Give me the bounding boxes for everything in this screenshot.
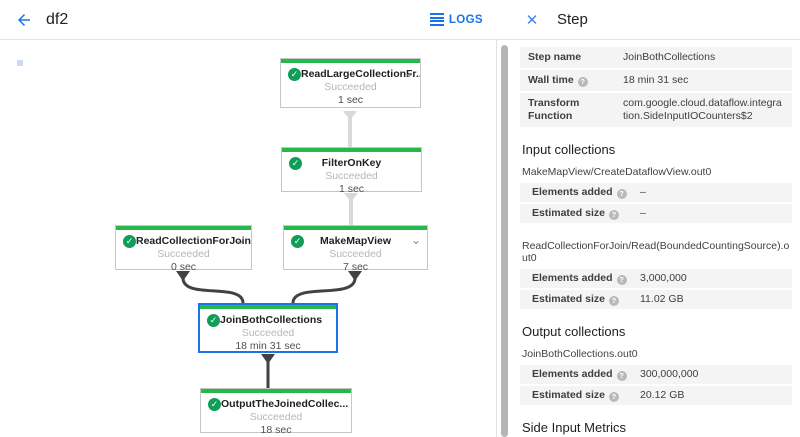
metric-label: Elements added [532, 186, 613, 198]
node-time: 0 sec [170, 261, 197, 273]
app-header: df2 LOGS ✕ Step [0, 0, 800, 40]
detail-label: Transform Function [528, 97, 580, 122]
graph-node-joinbothcollections[interactable]: ✓ JoinBothCollections Succeeded 18 min 3… [198, 303, 338, 353]
node-time: 1 sec [338, 183, 365, 195]
detail-label: Step name [528, 51, 582, 63]
metric-label: Estimated size [532, 207, 605, 219]
node-status: Succeeded [249, 411, 303, 423]
metric-row-estimated-size: Estimated size – [520, 204, 792, 223]
status-bar [284, 226, 427, 230]
metric-row-estimated-size: Estimated size 20.12 GB [520, 386, 792, 405]
node-status: Succeeded [329, 248, 382, 260]
job-graph-canvas[interactable]: ✓ ⌄ ReadLargeCollectionFr... Succeeded 1… [0, 40, 497, 437]
graph-node-makemapview[interactable]: ✓ ⌄ MakeMapView Succeeded 7 sec [283, 225, 428, 273]
logs-icon [429, 12, 444, 28]
detail-row-step-name: Step name JoinBothCollections [520, 47, 792, 68]
status-bar [200, 305, 336, 309]
node-title: JoinBothCollections [220, 314, 323, 326]
detail-row-wall-time: Wall time 18 min 31 sec [520, 70, 792, 91]
metric-row-elements-added: Elements added 3,000,000 [520, 269, 792, 288]
node-status: Succeeded [325, 170, 378, 182]
logs-button[interactable]: LOGS [429, 12, 483, 28]
success-check-icon: ✓ [123, 235, 136, 248]
node-time: 7 sec [342, 261, 369, 273]
node-title: MakeMapView [319, 235, 391, 247]
node-title: ReadLargeCollectionFr... [301, 68, 420, 80]
node-status: Succeeded [241, 327, 295, 339]
success-check-icon: ✓ [291, 235, 304, 248]
metric-row-elements-added: Elements added 300,000,000 [520, 365, 792, 384]
status-bar [281, 59, 420, 63]
detail-value: 18 min 31 sec [623, 74, 689, 86]
job-title: df2 [46, 10, 69, 28]
graph-edges [176, 111, 362, 388]
metric-label: Elements added [532, 272, 613, 284]
node-title: ReadCollectionForJoin [136, 235, 251, 247]
metric-label: Estimated size [532, 293, 605, 305]
collection-name: MakeMapView/CreateDataflowView.out0 [522, 166, 712, 178]
node-title: FilterOnKey [321, 157, 382, 169]
metric-row-estimated-size: Estimated size 11.02 GB [520, 290, 792, 309]
success-check-icon: ✓ [288, 68, 301, 81]
node-time: 1 sec [337, 94, 364, 106]
node-title: OutputTheJoinedCollec... [221, 398, 349, 410]
graph-node-readlargecollection[interactable]: ✓ ⌄ ReadLargeCollectionFr... Succeeded 1… [280, 58, 421, 108]
chevron-down-icon[interactable]: ⌄ [234, 233, 245, 247]
help-icon[interactable] [616, 371, 627, 381]
status-bar [201, 389, 351, 393]
step-details-panel: Step name JoinBothCollections Wall time … [510, 40, 800, 437]
help-icon[interactable] [616, 189, 627, 199]
success-check-icon: ✓ [289, 157, 302, 170]
graph-node-filteronkey[interactable]: ✓ FilterOnKey Succeeded 1 sec [281, 147, 422, 195]
node-status: Succeeded [324, 81, 377, 93]
graph-node-outputthejoinedcollection[interactable]: ✓ OutputTheJoinedCollec... Succeeded 18 … [200, 388, 352, 436]
minimap-dot [17, 60, 23, 66]
metric-row-elements-added: Elements added – [520, 183, 792, 202]
logs-label: LOGS [448, 13, 483, 26]
metric-value: – [640, 207, 646, 219]
metric-label: Estimated size [532, 389, 605, 401]
metric-value: 300,000,000 [640, 368, 699, 380]
success-check-icon: ✓ [208, 398, 221, 411]
chevron-down-icon[interactable]: ⌄ [410, 233, 421, 247]
help-icon[interactable] [608, 210, 619, 220]
help-icon[interactable] [577, 77, 588, 87]
panel-header: ✕ Step [497, 0, 800, 39]
panel-scrollbar[interactable] [501, 45, 508, 437]
status-bar [282, 148, 421, 152]
detail-row-transform-function: Transform Function com.google.cloud.data… [520, 93, 792, 127]
close-icon[interactable]: ✕ [525, 11, 539, 29]
detail-value: JoinBothCollections [623, 51, 716, 63]
metric-value: 20.12 GB [640, 389, 685, 401]
detail-value: com.google.cloud.dataflow.integration.Si… [623, 97, 782, 122]
collection-name: ReadCollectionForJoin/Read(BoundedCounti… [522, 240, 790, 264]
side-input-metrics-heading: Side Input Metrics [522, 420, 627, 435]
collection-name: JoinBothCollections.out0 [522, 348, 638, 360]
node-time: 18 min 31 sec [235, 340, 301, 352]
help-icon[interactable] [608, 392, 619, 402]
output-collections-heading: Output collections [522, 324, 626, 339]
node-status: Succeeded [157, 248, 210, 260]
help-icon[interactable] [616, 275, 627, 285]
chevron-down-icon[interactable]: ⌄ [403, 66, 414, 80]
back-arrow-icon[interactable] [10, 6, 38, 34]
help-icon[interactable] [608, 296, 619, 306]
metric-value: – [640, 186, 646, 198]
detail-label: Wall time [528, 74, 574, 86]
metric-value: 11.02 GB [640, 293, 684, 305]
input-collections-heading: Input collections [522, 142, 616, 157]
job-header: df2 LOGS [0, 0, 497, 39]
metric-value: 3,000,000 [640, 272, 687, 284]
status-bar [116, 226, 251, 230]
node-time: 18 sec [260, 424, 292, 436]
panel-title: Step [557, 11, 588, 28]
success-check-icon: ✓ [207, 314, 220, 327]
metric-label: Elements added [532, 368, 613, 380]
graph-node-readcollectionforjoin[interactable]: ✓ ⌄ ReadCollectionForJoin Succeeded 0 se… [115, 225, 252, 273]
